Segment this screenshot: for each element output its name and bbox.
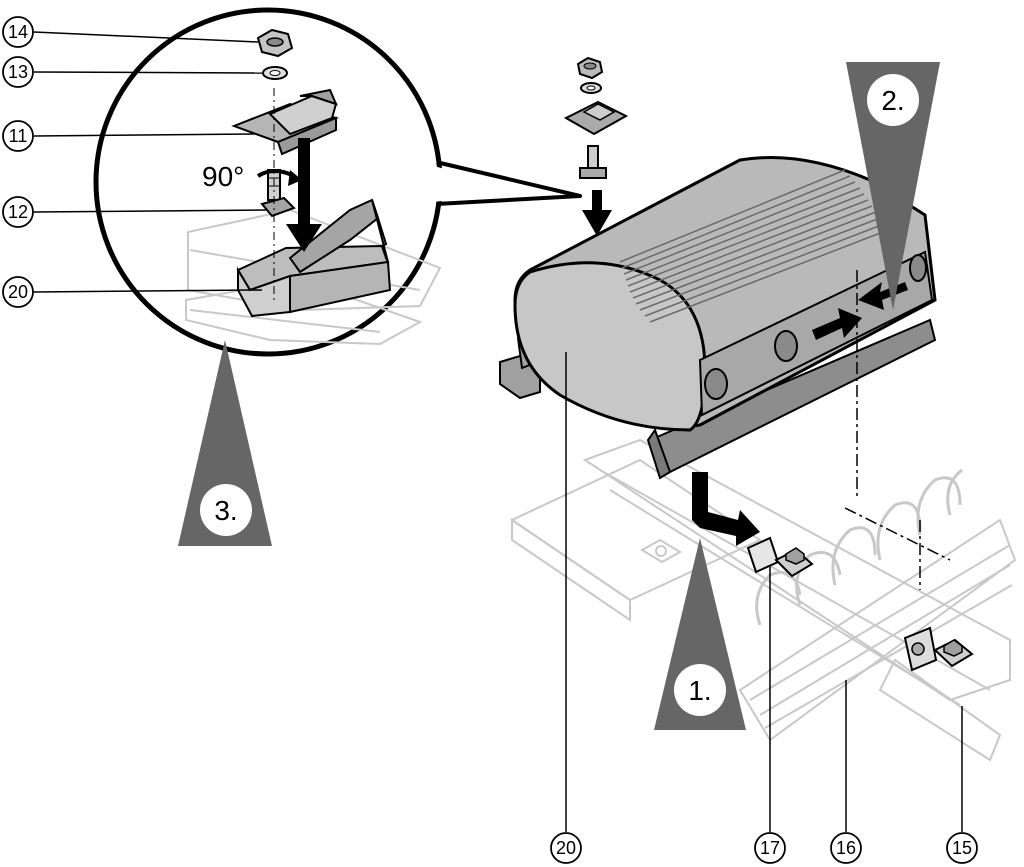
- svg-text:2.: 2.: [881, 85, 904, 116]
- push-arrow: [692, 472, 760, 546]
- detail-nut-part: [256, 28, 294, 58]
- callout-14: 14: [2, 16, 34, 48]
- detail-clamp-part: [231, 88, 339, 156]
- svg-text:12: 12: [8, 202, 28, 222]
- u-channel-part: [236, 198, 392, 318]
- svg-text:17: 17: [760, 838, 780, 858]
- svg-text:15: 15: [952, 838, 972, 858]
- housing-hole: [774, 330, 798, 362]
- angle-label: 90°: [202, 161, 244, 192]
- callout-13: 13: [2, 56, 34, 88]
- housing-hole: [704, 368, 728, 400]
- svg-text:20: 20: [8, 282, 28, 302]
- step-3-marker: 3.: [178, 340, 272, 546]
- grounding-strap: [746, 536, 814, 578]
- right-hardware-stack: [563, 56, 629, 236]
- washer-icon: [580, 82, 602, 94]
- leader-lines: [33, 31, 963, 832]
- svg-text:13: 13: [8, 62, 28, 82]
- cable-clips: [755, 468, 963, 626]
- svg-text:3.: 3.: [214, 495, 237, 526]
- alignment-lines: [844, 270, 951, 590]
- detail-washer-part: [262, 66, 288, 80]
- nut-icon: [576, 56, 604, 80]
- callout-17: 17: [754, 832, 786, 864]
- housing-hole: [909, 254, 927, 282]
- callout-11: 11: [2, 120, 34, 152]
- callout-20-left: 20: [2, 276, 34, 308]
- step-1-marker: 1.: [654, 538, 746, 730]
- svg-text:11: 11: [9, 126, 28, 146]
- cross-rail-clamp: [903, 626, 974, 672]
- svg-text:1.: 1.: [688, 675, 711, 706]
- callout-12: 12: [2, 196, 34, 228]
- callout-16: 16: [830, 832, 862, 864]
- mounting-rail-ghost: [509, 438, 1017, 762]
- svg-text:14: 14: [8, 22, 28, 42]
- detail-tbolt-part: [256, 169, 302, 218]
- detail-down-arrow: [286, 138, 322, 252]
- svg-text:20: 20: [556, 838, 576, 858]
- step-2-marker: 2.: [846, 62, 940, 310]
- down-arrow: [582, 190, 612, 236]
- clamp-icon: [563, 100, 629, 136]
- cable-guide-housing: [499, 156, 937, 480]
- detail-contents: 90°: [185, 28, 442, 346]
- ghost-nut-rail: [640, 538, 682, 564]
- callout-20-bottom: 20: [550, 832, 582, 864]
- housing-ribs: [619, 169, 889, 323]
- svg-text:16: 16: [836, 838, 856, 858]
- callout-15: 15: [946, 832, 978, 864]
- bolt-icon: [579, 145, 607, 179]
